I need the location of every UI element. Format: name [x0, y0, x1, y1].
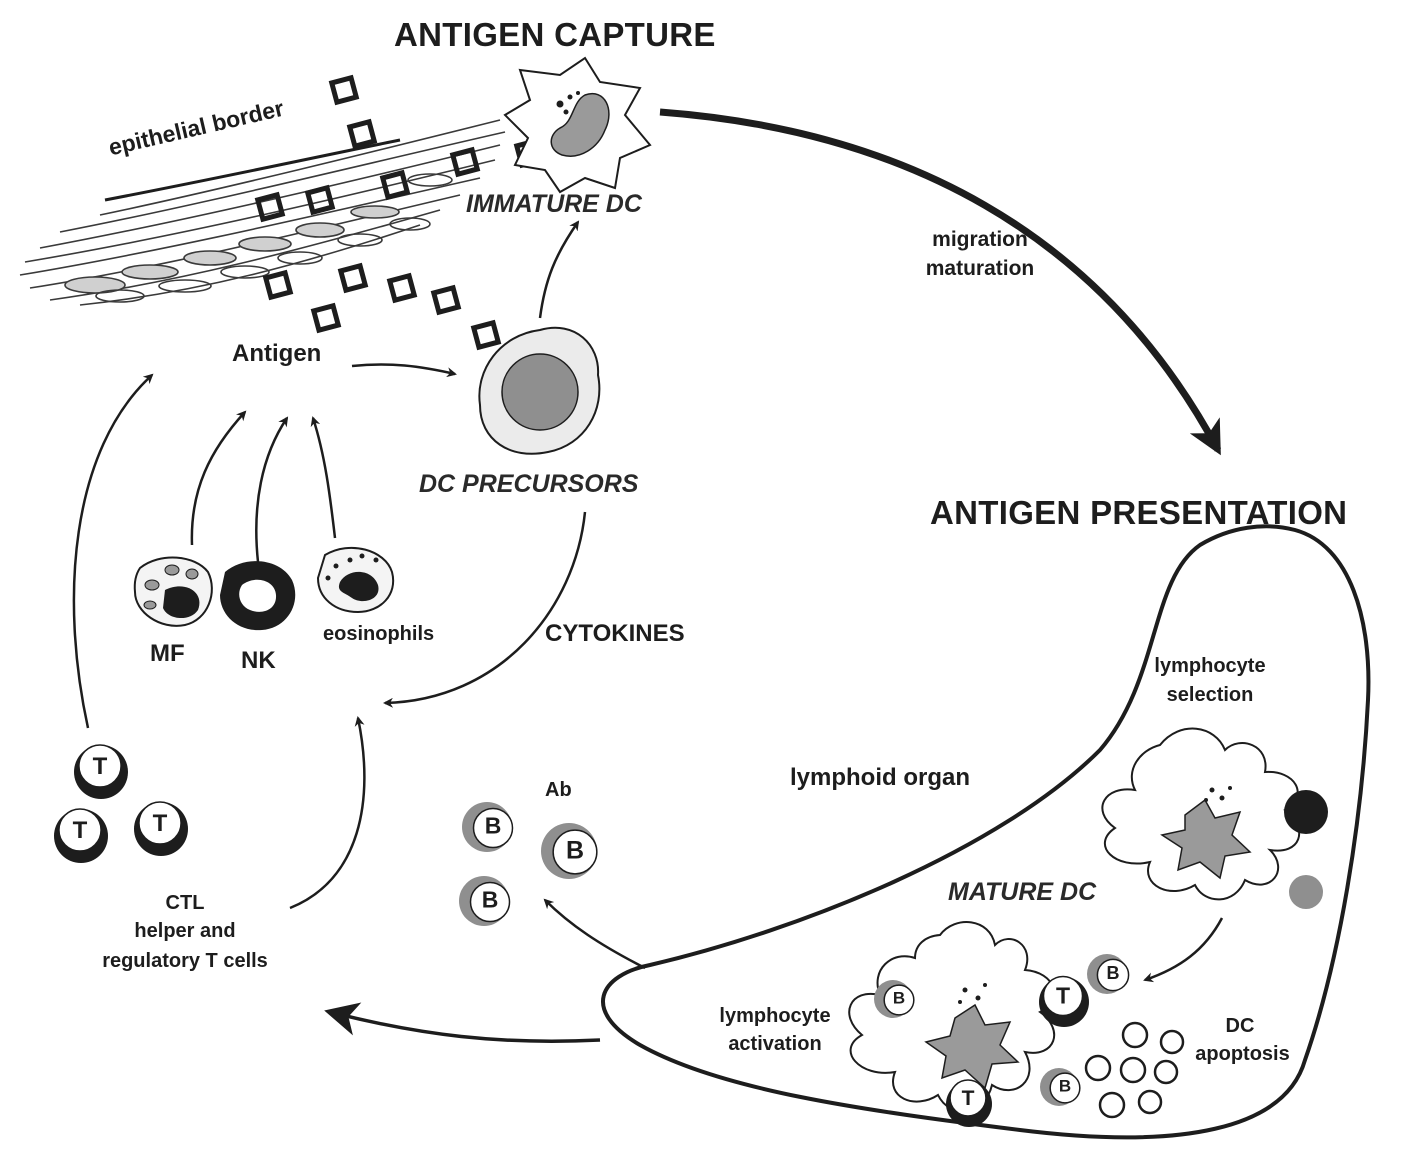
b-cell-1: B	[462, 802, 514, 852]
b-cell-organ-2-letter: B	[893, 989, 905, 1008]
selected-lymphocyte-dark	[1284, 790, 1328, 834]
immature-dc-cell	[503, 56, 652, 194]
cytokines-arrow	[383, 511, 587, 708]
dc-apoptosis-label-1: DC	[1225, 1015, 1255, 1037]
nk-cell	[220, 561, 296, 631]
organ-to-t-cells-arrow	[324, 1002, 601, 1044]
antigen-label: Antigen	[232, 340, 322, 367]
b-cell-2-letter: B	[566, 836, 584, 864]
lymphocyte-activation-label-2: activation	[728, 1033, 822, 1055]
dc-precursor-cell	[478, 326, 601, 455]
lymphoid-organ-label: lymphoid organ	[790, 764, 970, 791]
antigen-particles	[254, 74, 545, 351]
lymphocyte-selection-label-1: lymphocyte	[1154, 655, 1266, 677]
mf-label: MF	[150, 640, 185, 667]
t-cells-to-antigen-arrow	[72, 373, 154, 729]
eosinophils-label: eosinophils	[323, 623, 435, 645]
dc-apoptosis-label-2: apoptosis	[1195, 1043, 1290, 1065]
t-cell-1-letter: T	[93, 753, 108, 780]
selected-lymphocyte-gray	[1289, 875, 1323, 909]
epithelial-border	[19, 119, 506, 306]
t-cell-organ-1: T	[1039, 975, 1089, 1027]
b-cell-organ-3: B	[1040, 1068, 1081, 1106]
antigen-to-precursor-arrow	[351, 363, 457, 378]
precursor-to-immature-arrow	[538, 220, 580, 319]
t-cell-organ-1-letter: T	[1056, 983, 1070, 1009]
macrophage-cell	[133, 556, 213, 627]
nk-to-antigen-arrow	[255, 416, 289, 563]
lymphocyte-cells: T T T B B B B B T B T	[54, 744, 1130, 1127]
antigen-presentation-title: ANTIGEN PRESENTATION	[930, 494, 1348, 531]
mature-dc-selection	[1101, 727, 1301, 901]
t-cell-2: T	[54, 808, 108, 863]
b-cell-1-letter: B	[485, 813, 502, 839]
regulatory-t-cells-label: regulatory T cells	[102, 950, 268, 972]
mf-to-antigen-arrow	[190, 410, 247, 546]
lymphocyte-activation-label-1: lymphocyte	[719, 1005, 831, 1027]
t-cell-3: T	[134, 801, 188, 856]
lymphocyte-selection-label-2: selection	[1166, 684, 1254, 706]
b-cell-2: B	[541, 823, 598, 879]
helper-and-label: helper and	[134, 920, 236, 942]
effector-to-center-arrow	[289, 716, 366, 910]
b-cell-organ-1: B	[1087, 954, 1130, 994]
b-cell-3-letter: B	[482, 887, 499, 913]
migration-label: migration	[932, 228, 1028, 251]
selection-to-activation-arrow	[1143, 917, 1224, 983]
maturation-label: maturation	[925, 257, 1035, 280]
ctl-label: CTL	[165, 892, 205, 914]
eosinophil-to-antigen-arrow	[310, 416, 337, 539]
apoptotic-dc-fragments	[1084, 1021, 1185, 1119]
nk-label: NK	[241, 647, 276, 674]
t-cell-organ-2: T	[946, 1079, 992, 1127]
cytokines-label: CYTOKINES	[545, 620, 685, 647]
migration-arrow	[659, 108, 1222, 456]
t-cell-3-letter: T	[153, 810, 168, 837]
t-cell-1: T	[74, 744, 128, 799]
lymphoid-organ-outline	[601, 524, 1371, 1140]
mature-dc-activation	[848, 921, 1056, 1112]
organ-to-b-cells-arrow	[543, 898, 646, 970]
t-cell-2-letter: T	[73, 817, 88, 844]
mature-dc-label: MATURE DC	[948, 878, 1097, 906]
immature-dc-label: IMMATURE DC	[466, 190, 642, 218]
t-cell-organ-2-letter: T	[962, 1087, 975, 1110]
dc-precursors-label: DC PRECURSORS	[419, 470, 639, 498]
b-cell-3: B	[459, 876, 511, 926]
b-cell-organ-2: B	[874, 980, 915, 1018]
b-cell-organ-1-letter: B	[1107, 963, 1120, 983]
antigen-capture-title: ANTIGEN CAPTURE	[394, 16, 716, 53]
eosinophil-cell	[316, 546, 395, 614]
b-cell-organ-3-letter: B	[1059, 1077, 1071, 1096]
ab-label: Ab	[545, 779, 572, 801]
